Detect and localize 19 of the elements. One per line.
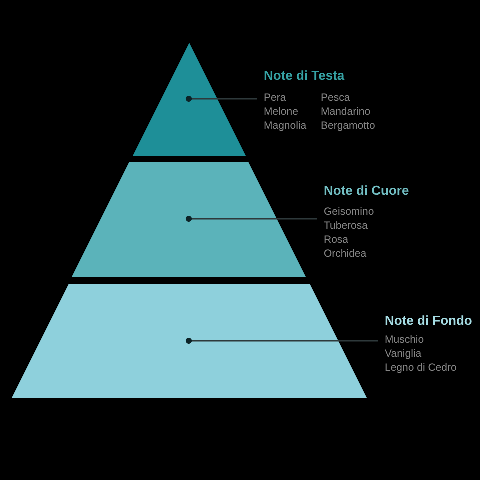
list-item: Tuberosa [324, 218, 368, 232]
list-item: Magnolia [264, 118, 307, 132]
leader-line [186, 216, 317, 222]
list-item: Melone [264, 104, 298, 118]
list-item: Geisomino [324, 204, 374, 218]
list-item: Bergamotto [321, 118, 376, 132]
list-item: Legno di Cedro [385, 360, 457, 374]
list-item: Pesca [321, 90, 350, 104]
list-item: Muschio [385, 332, 424, 346]
list-item: Orchidea [324, 246, 367, 260]
list-item: Vaniglia [385, 346, 422, 360]
section-heading: Note di Cuore [324, 182, 410, 199]
section-heading: Note di Testa [264, 67, 345, 84]
list-item: Rosa [324, 232, 349, 246]
list-item: Pera [264, 90, 286, 104]
leader-line [186, 338, 378, 344]
list-item: Mandarino [321, 104, 371, 118]
section-heading: Note di Fondo [385, 312, 472, 329]
leader-line [186, 96, 257, 102]
